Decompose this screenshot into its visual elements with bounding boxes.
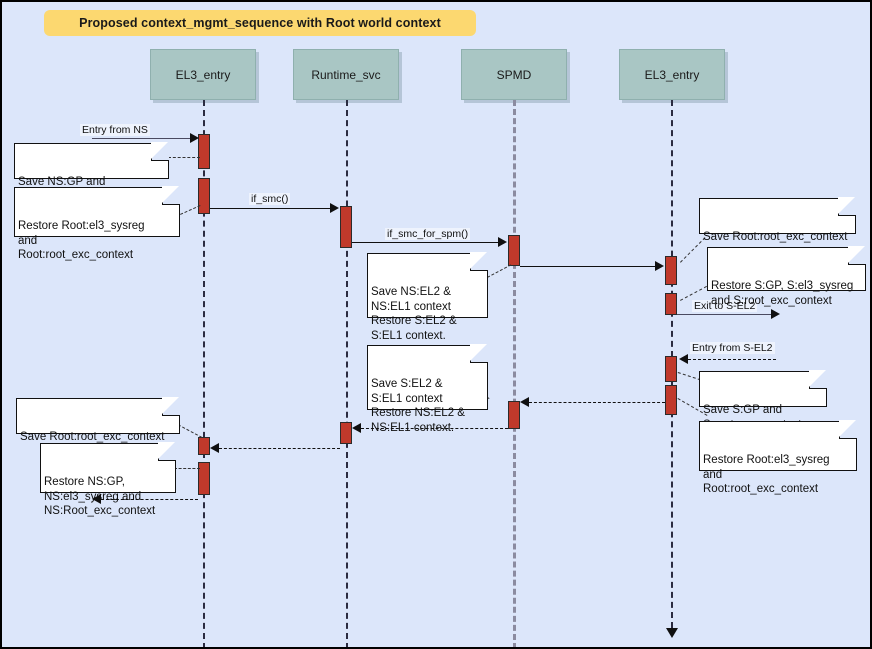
note-fold-corner-icon bbox=[162, 186, 180, 205]
note-text: Save Root:root_exc_context bbox=[20, 431, 165, 443]
note-fold-corner-icon bbox=[470, 252, 488, 271]
message-arrowhead-return-spmd-to-runtime-svc bbox=[352, 423, 361, 433]
participant-runtime-svc[interactable]: Runtime_svc bbox=[293, 49, 399, 100]
message-line-entry-from-ns bbox=[92, 138, 192, 139]
note-save-s-el2-restore-ns-el2: Save S:EL2 & S:EL1 context Restore NS:EL… bbox=[367, 344, 488, 434]
activation-el3-entry-ns-2 bbox=[198, 178, 210, 214]
note-text: Restore Root:el3_sysreg and Root:root_ex… bbox=[703, 454, 830, 495]
message-arrowhead-return-runtime-svc-to-el3-entry-ns bbox=[210, 443, 219, 453]
message-line-return-runtime-svc-to-el3-entry-ns bbox=[219, 448, 340, 449]
note-fold-corner-icon bbox=[470, 344, 488, 363]
diagram-title-banner: Proposed context_mgmt_sequence with Root… bbox=[44, 10, 476, 36]
message-arrowhead-if-smc-for-spm bbox=[498, 237, 507, 247]
activation-el3-entry-s-2 bbox=[665, 293, 677, 315]
message-arrowhead-entry-from-ns bbox=[190, 133, 199, 143]
message-line-if-smc bbox=[210, 208, 331, 209]
participant-el3-entry-s[interactable]: EL3_entry bbox=[619, 49, 725, 100]
lifeline-el3-entry-ns bbox=[203, 100, 205, 647]
note-connector-4 bbox=[680, 237, 706, 263]
activation-runtime-svc-1 bbox=[340, 206, 352, 248]
message-arrowhead-entry-from-s-el2 bbox=[679, 354, 688, 364]
note-text: Save Root:root_exc_context bbox=[703, 231, 848, 243]
note-text: Save S:EL2 & S:EL1 context Restore NS:EL… bbox=[371, 378, 465, 434]
message-arrowhead-return-el3-entry-s-to-spmd bbox=[520, 397, 529, 407]
message-line-if-smc-for-spm bbox=[352, 242, 498, 243]
note-text: Save NS:EL2 & NS:EL1 context Restore S:E… bbox=[371, 286, 457, 342]
diagram-title-text: Proposed context_mgmt_sequence with Root… bbox=[79, 16, 441, 30]
lifeline-spmd bbox=[513, 100, 516, 647]
activation-el3-entry-ns-4 bbox=[198, 462, 210, 495]
note-save-s-gp: Save S:GP and S:root_exc_context bbox=[699, 370, 827, 431]
note-fold-corner-icon bbox=[151, 142, 169, 161]
message-line-entry-from-s-el2 bbox=[688, 359, 776, 360]
message-label-exit-to-s-el2: Exit to S-EL2 bbox=[692, 300, 758, 312]
activation-spmd-2 bbox=[508, 401, 520, 429]
note-connector-10 bbox=[174, 468, 200, 469]
note-fold-corner-icon bbox=[848, 246, 866, 265]
message-label-entry-from-s-el2: Entry from S-EL2 bbox=[690, 342, 775, 354]
note-save-ns-el2-restore-s-el2: Save NS:EL2 & NS:EL1 context Restore S:E… bbox=[367, 252, 488, 342]
note-restore-root-el3-sysreg-1: Restore Root:el3_sysreg and Root:root_ex… bbox=[14, 186, 180, 261]
message-label-entry-from-ns: Entry from NS bbox=[80, 124, 150, 136]
note-connector-1 bbox=[168, 157, 200, 158]
participant-label: EL3_entry bbox=[175, 67, 231, 82]
message-label-if-smc: if_smc() bbox=[249, 193, 291, 205]
note-save-root-exc-context-2: Save Root:root_exc_context bbox=[16, 397, 180, 443]
note-fold-corner-icon bbox=[839, 420, 857, 439]
note-fold-corner-icon bbox=[809, 370, 827, 389]
activation-el3-entry-s-3 bbox=[665, 356, 677, 382]
note-restore-ns-gp: Restore NS:GP, NS:el3_sysreg and NS:Root… bbox=[40, 442, 176, 517]
participant-spmd[interactable]: SPMD bbox=[461, 49, 567, 100]
lifeline-el3-entry-s-end-arrow bbox=[666, 628, 678, 638]
message-arrowhead-spmd-to-el3-entry-s bbox=[655, 261, 664, 271]
message-line-exit-to-s-el2 bbox=[677, 314, 773, 315]
message-line-spmd-to-el3-entry-s bbox=[520, 266, 655, 267]
message-arrowhead-return-el3-entry-ns-to-external bbox=[92, 494, 101, 504]
note-connector-5 bbox=[680, 285, 707, 301]
note-connector-3 bbox=[487, 264, 512, 278]
message-label-if-smc-for-spm: if_smc_for_spm() bbox=[385, 228, 471, 240]
participant-label: EL3_entry bbox=[644, 67, 700, 82]
note-restore-s-gp-s-el3-sysreg: Restore S:GP, S:el3_sysreg and S:root_ex… bbox=[707, 246, 866, 307]
note-save-root-exc-context-1: Save Root:root_exc_context bbox=[699, 197, 856, 243]
note-fold-corner-icon bbox=[158, 442, 176, 461]
activation-el3-entry-s-1 bbox=[665, 256, 677, 285]
note-connector-7 bbox=[677, 372, 701, 381]
note-text: Restore S:GP, S:el3_sysreg and S:root_ex… bbox=[711, 280, 854, 307]
note-restore-root-el3-sysreg-2: Restore Root:el3_sysreg and Root:root_ex… bbox=[699, 420, 857, 495]
message-line-return-spmd-to-runtime-svc bbox=[361, 428, 508, 429]
activation-el3-entry-s-4 bbox=[665, 385, 677, 415]
participant-label: Runtime_svc bbox=[311, 67, 381, 82]
activation-spmd-1 bbox=[508, 235, 520, 266]
activation-el3-entry-ns-3 bbox=[198, 437, 210, 455]
activation-el3-entry-ns-1 bbox=[198, 134, 210, 169]
message-line-return-el3-entry-ns-to-external bbox=[101, 499, 198, 500]
activation-runtime-svc-2 bbox=[340, 422, 352, 444]
note-text: Restore NS:GP, NS:el3_sysreg and NS:Root… bbox=[44, 476, 156, 517]
note-fold-corner-icon bbox=[162, 397, 180, 416]
participant-el3-entry-ns[interactable]: EL3_entry bbox=[150, 49, 256, 100]
note-save-ns-gp: Save NS:GP and NS:Root_exc_context bbox=[14, 142, 169, 203]
message-arrowhead-if-smc bbox=[330, 203, 339, 213]
note-fold-corner-icon bbox=[838, 197, 856, 216]
note-text: Restore Root:el3_sysreg and Root:root_ex… bbox=[18, 220, 145, 261]
participant-label: SPMD bbox=[496, 67, 532, 82]
message-arrowhead-exit-to-s-el2 bbox=[771, 309, 780, 319]
lifeline-runtime-svc bbox=[346, 100, 348, 647]
message-line-return-el3-entry-s-to-spmd bbox=[529, 402, 665, 403]
